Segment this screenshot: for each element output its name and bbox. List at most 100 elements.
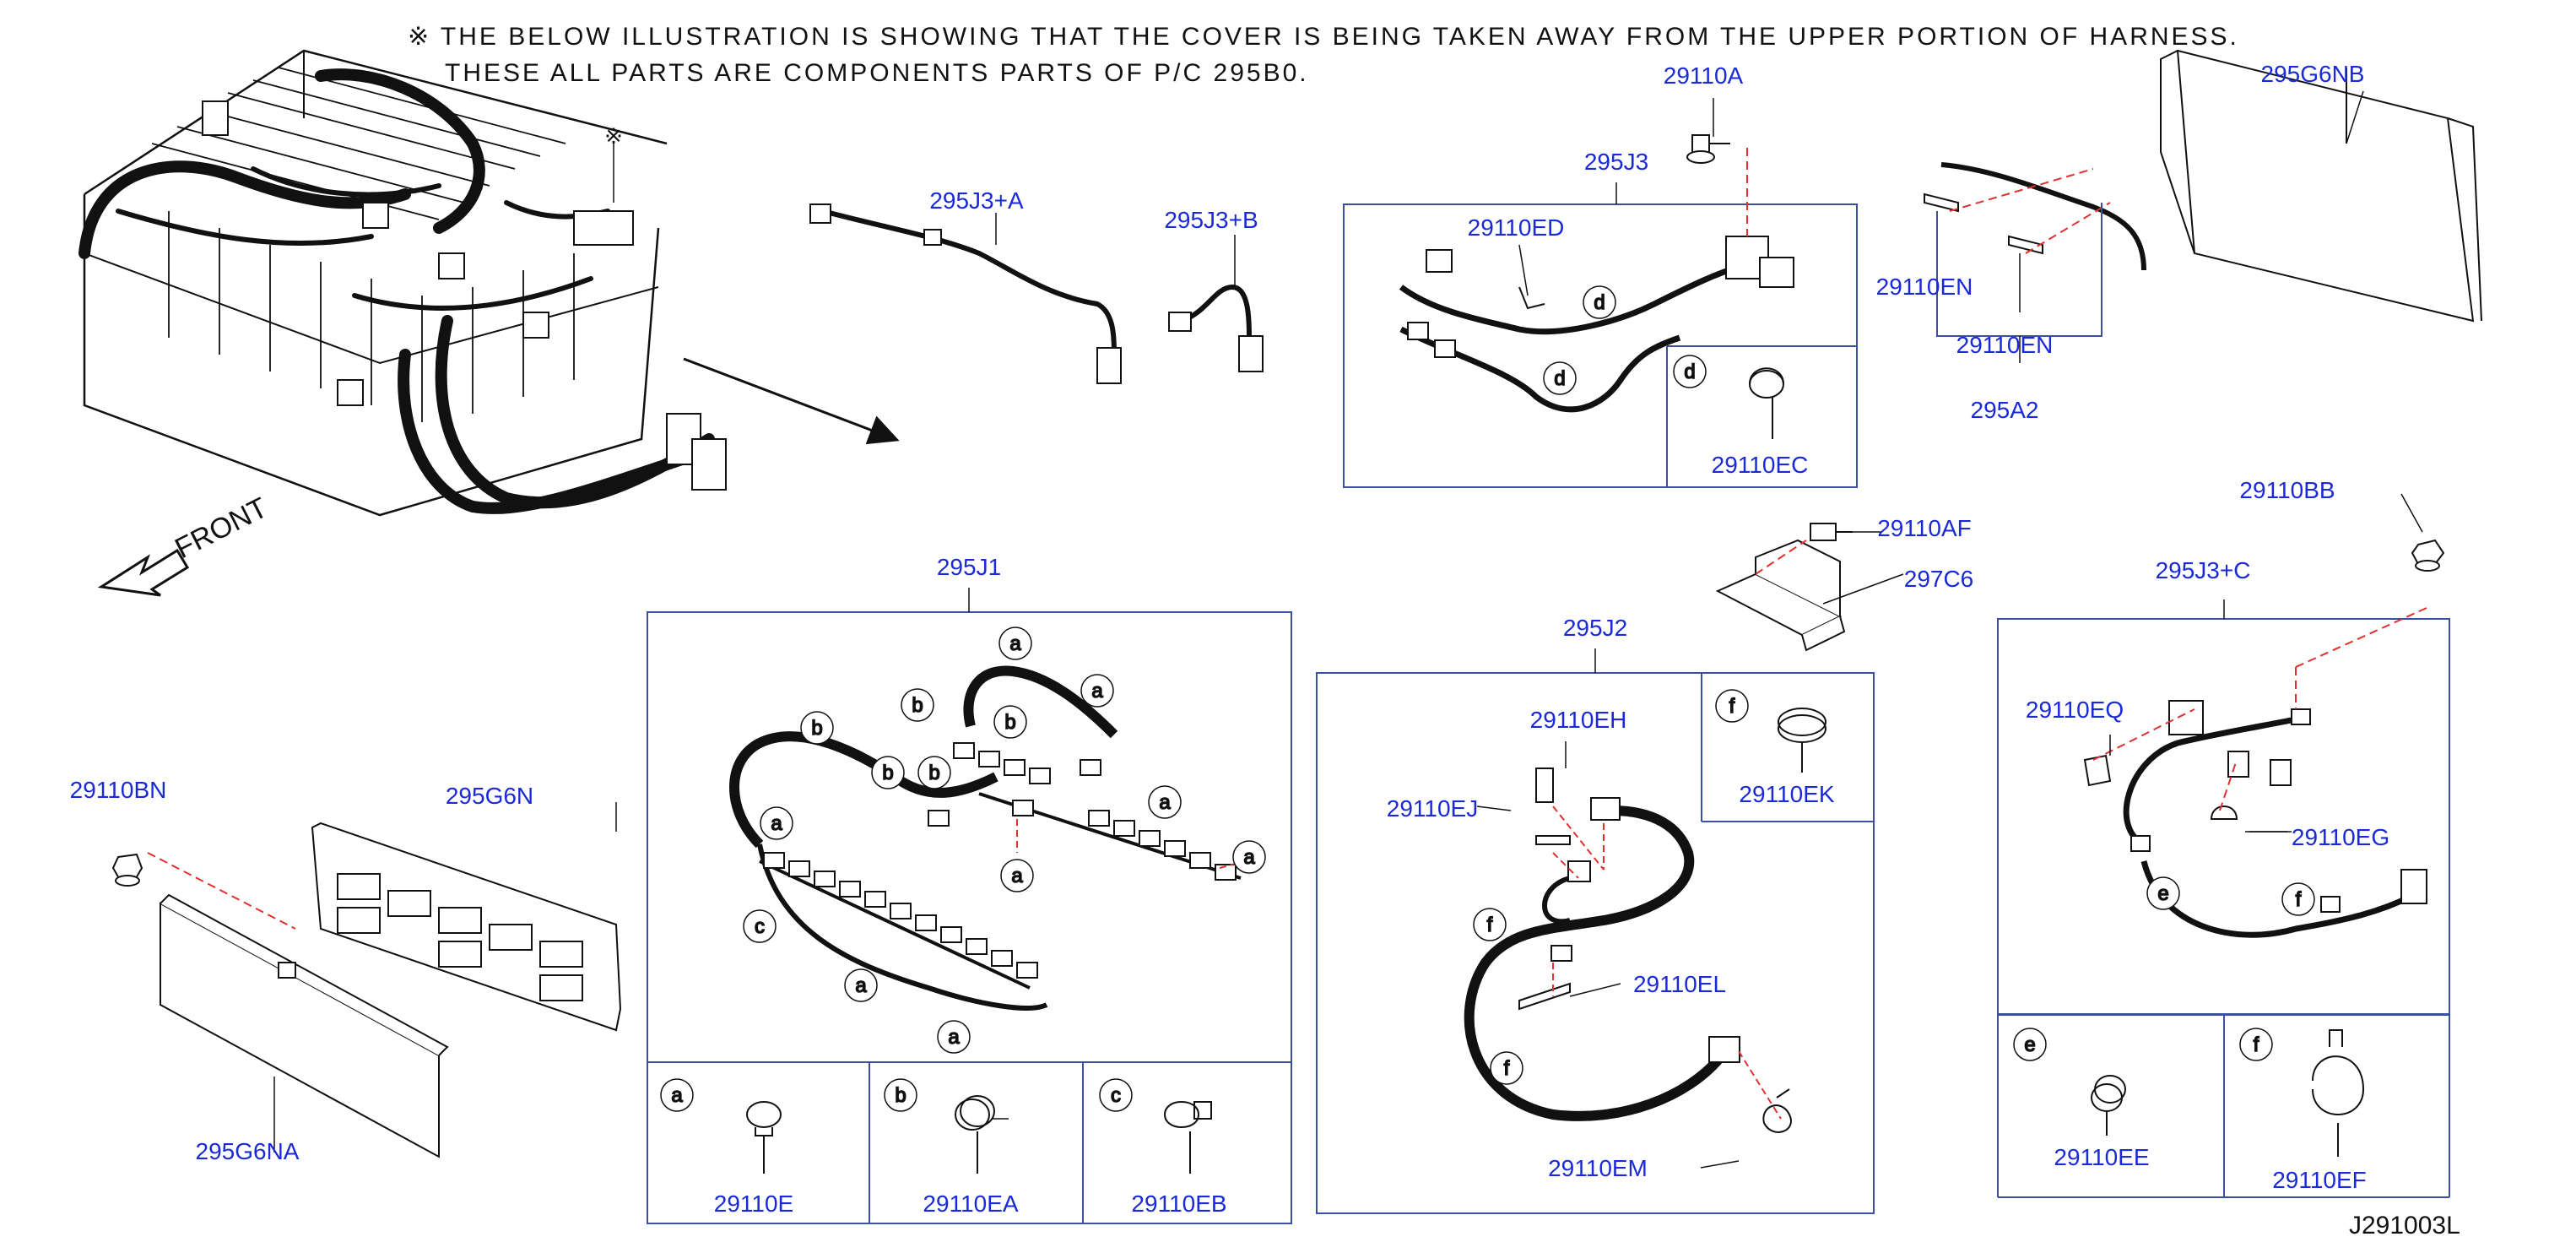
callout-b: b (901, 688, 934, 722)
part-label-295G6N[interactable]: 295G6N (445, 783, 534, 809)
callout-f: f (1473, 908, 1507, 941)
callout-b: b (871, 756, 905, 789)
part-label-29110BB[interactable]: 29110BB (2239, 477, 2335, 503)
callout-a: a (844, 968, 878, 1002)
callout-circles: a a b b b b b a a a a c a a a b c d d d … (660, 285, 2315, 1112)
svg-text:f: f (2254, 1033, 2259, 1056)
callout-b: b (884, 1078, 917, 1112)
part-label-29110EN-1[interactable]: 29110EN (1875, 274, 1973, 300)
part-label-29110EG[interactable]: 29110EG (2291, 824, 2390, 850)
svg-text:c: c (755, 915, 765, 938)
svg-text:a: a (771, 812, 782, 835)
callout-a: a (760, 806, 793, 840)
callout-a: a (1148, 785, 1182, 819)
svg-text:b: b (882, 762, 893, 784)
callout-d: d (1583, 285, 1616, 319)
svg-text:a: a (948, 1026, 960, 1049)
group-295J2 (1316, 648, 1875, 1214)
harness-assembly-illustration (78, 49, 727, 517)
svg-text:f: f (1504, 1057, 1510, 1080)
callout-c: c (1099, 1078, 1133, 1112)
part-label-295J3A[interactable]: 295J3+A (929, 187, 1024, 214)
group-295J3C (1997, 599, 2450, 1198)
svg-text:d: d (1594, 291, 1605, 314)
callout-f: f (2281, 882, 2315, 916)
harness-295J3A-illustration (809, 203, 1122, 384)
direction-arrow (683, 357, 900, 445)
part-label-29110EM[interactable]: 29110EM (1548, 1155, 1648, 1181)
part-label-29110EK[interactable]: 29110EK (1739, 781, 1835, 807)
svg-text:d: d (1684, 361, 1695, 383)
callout-d: d (1543, 361, 1577, 395)
part-label-29110EF[interactable]: 29110EF (2272, 1167, 2367, 1193)
part-label-29110BN[interactable]: 29110BN (69, 777, 167, 803)
svg-text:f: f (2296, 888, 2302, 911)
callout-f: f (1715, 689, 1749, 723)
svg-text:c: c (1111, 1084, 1121, 1107)
part-label-295J2[interactable]: 295J2 (1562, 615, 1628, 641)
part-label-29110ED[interactable]: 29110ED (1467, 214, 1565, 241)
part-label-29110EJ[interactable]: 29110EJ (1386, 795, 1479, 822)
front-label: FRONT (170, 491, 273, 565)
part-label-29110EC[interactable]: 29110EC (1711, 452, 1809, 478)
svg-text:b: b (912, 694, 923, 717)
part-label-29110EQ[interactable]: 29110EQ (2025, 697, 2124, 723)
callout-a: a (998, 626, 1032, 660)
part-label-29110EA[interactable]: 29110EA (923, 1191, 1019, 1217)
svg-text:f: f (1729, 695, 1735, 718)
callout-e: e (2013, 1028, 2047, 1061)
callout-c: c (743, 909, 777, 943)
cover-295G6NB-illustration (2160, 49, 2482, 323)
svg-text:b: b (928, 762, 939, 784)
group-295A2 (1924, 162, 2146, 363)
note-line-2: THESE ALL PARTS ARE COMPONENTS PARTS OF … (445, 59, 1309, 87)
bracket-295G6N-illustration (311, 822, 622, 1032)
callout-a: a (660, 1078, 694, 1112)
part-label-295J3C[interactable]: 295J3+C (2155, 557, 2251, 583)
part-label-29110A[interactable]: 29110A (1663, 62, 1744, 89)
callout-b: b (800, 711, 834, 745)
callout-b: b (917, 756, 951, 789)
nut-29110BB-icon (2411, 539, 2445, 572)
svg-text:e: e (2024, 1033, 2035, 1056)
harness-295J3B-illustration (1168, 284, 1264, 372)
part-label-29110EB[interactable]: 29110EB (1131, 1191, 1227, 1217)
part-label-295J3B[interactable]: 295J3+B (1164, 207, 1258, 233)
svg-text:a: a (671, 1084, 683, 1107)
callout-a: a (937, 1020, 971, 1054)
svg-text:a: a (1009, 632, 1021, 655)
svg-text:a: a (1091, 680, 1103, 702)
svg-text:a: a (855, 974, 867, 997)
callout-d: d (1673, 355, 1707, 388)
svg-text:a: a (1159, 791, 1171, 814)
bolt-29110AF-icon (1810, 523, 1853, 541)
callout-b: b (993, 705, 1027, 739)
callout-e: e (2146, 876, 2180, 910)
front-arrow-icon (97, 548, 190, 597)
svg-text:a: a (1011, 865, 1023, 887)
part-label-29110EL[interactable]: 29110EL (1632, 971, 1727, 997)
part-label-297C6[interactable]: 297C6 (1903, 566, 1974, 592)
svg-text:b: b (1004, 711, 1015, 734)
cover-295G6NA-illustration (160, 893, 449, 1158)
part-label-29110AF[interactable]: 29110AF (1877, 515, 1972, 541)
part-label-29110EE[interactable]: 29110EE (2054, 1144, 2150, 1170)
callout-a: a (1000, 859, 1034, 892)
part-label-29110EH[interactable]: 29110EH (1529, 707, 1627, 733)
part-label-295J3[interactable]: 295J3 (1583, 149, 1649, 175)
bracket-297C6-illustration (1715, 539, 1846, 652)
svg-text:a: a (1243, 846, 1255, 869)
note-line-1: ※ THE BELOW ILLUSTRATION IS SHOWING THAT… (408, 23, 2239, 51)
part-label-295G6NB[interactable]: 295G6NB (2260, 61, 2365, 87)
part-label-295J1[interactable]: 295J1 (936, 554, 1002, 580)
leader-lines (273, 90, 2364, 1169)
part-label-295A2[interactable]: 295A2 (1970, 397, 2039, 423)
part-label-295G6NA[interactable]: 295G6NA (195, 1138, 300, 1164)
callout-a: a (1080, 674, 1114, 708)
part-label-29110E[interactable]: 29110E (713, 1191, 794, 1217)
nut-29110BN-icon (111, 853, 143, 887)
callout-f: f (1490, 1051, 1523, 1085)
callout-a: a (1232, 840, 1266, 874)
part-label-29110EN-2[interactable]: 29110EN (1956, 332, 2054, 358)
